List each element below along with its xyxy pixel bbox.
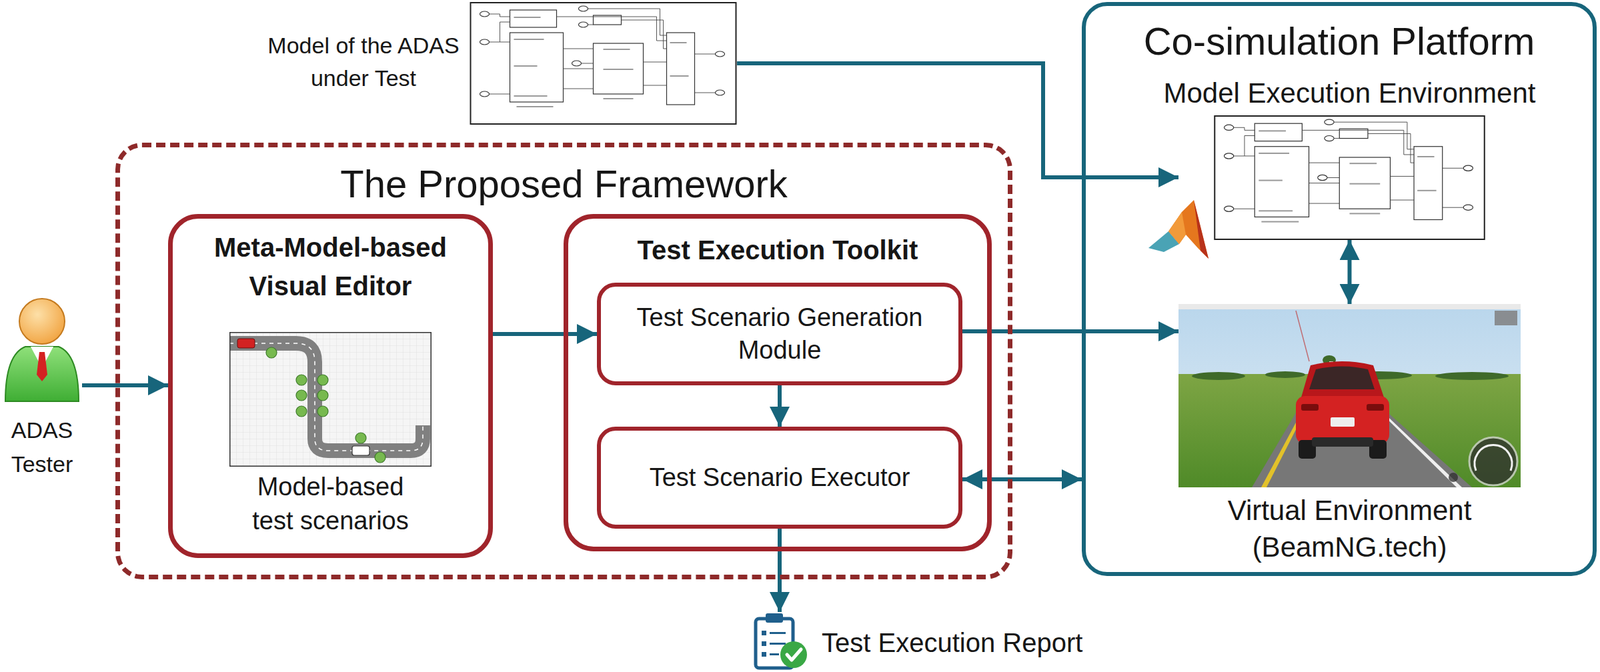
region-title: The Proposed Framework — [120, 160, 1008, 208]
framework-region: The Proposed FrameworkMeta-Model-based V… — [115, 142, 1013, 580]
simulator-screenshot-node: Virtual Environment (BeamNG.tech) — [1178, 304, 1521, 488]
process-label: Test Scenario Generation Module — [616, 301, 943, 368]
connector-arrow — [777, 528, 782, 613]
box-title: Test Execution Toolkit — [581, 230, 974, 270]
actor-node: ADAS Tester — [2, 296, 83, 473]
model-screenshot-node: Model Execution Environment — [1178, 115, 1521, 241]
toolkit-box: Test Execution ToolkitTest Scenario Gene… — [563, 214, 992, 552]
person-icon — [5, 298, 79, 402]
simulink-screenshot — [1214, 116, 1484, 240]
connector-arrow — [82, 383, 169, 388]
process-box: Test Scenario Executor — [596, 426, 963, 529]
editor-box: Meta-Model-based Visual EditorModel-base… — [168, 214, 493, 559]
connector-arrow — [1347, 240, 1352, 305]
model-screenshot-node: Model of the ADAS under Test — [469, 2, 737, 125]
actor-label: ADAS Tester — [2, 413, 83, 482]
report-label: Test Execution Report — [821, 626, 1083, 659]
process-label: Test Scenario Executor — [649, 461, 911, 495]
box-title: Co-simulation Platform — [1085, 18, 1593, 65]
box-title: Meta-Model-based Visual Editor — [186, 228, 475, 306]
connector-arrow — [736, 63, 1179, 178]
picture-caption: Model-based test scenarios — [234, 470, 428, 539]
model-label: Model of the ADAS under Test — [263, 29, 464, 96]
connector-arrow — [962, 329, 1179, 334]
platform-box: Co-simulation PlatformModel Execution En… — [1081, 2, 1597, 577]
connector-arrow — [962, 477, 1082, 482]
connector-arrow — [777, 385, 782, 427]
matlab-logo — [1148, 200, 1209, 259]
red-car — [1295, 361, 1390, 459]
beamng-screenshot — [1178, 304, 1521, 488]
screenshot-heading: Model Execution Environment — [1163, 76, 1536, 111]
report-node: Test Execution Report — [752, 612, 1154, 671]
process-box: Test Scenario Generation Module — [596, 282, 963, 386]
report-icon — [755, 613, 808, 669]
screenshot-caption: Virtual Environment (BeamNG.tech) — [1165, 492, 1534, 566]
connector-arrow — [492, 332, 597, 337]
simulink-screenshot — [470, 2, 737, 125]
scenario-editor-picture — [229, 332, 431, 467]
